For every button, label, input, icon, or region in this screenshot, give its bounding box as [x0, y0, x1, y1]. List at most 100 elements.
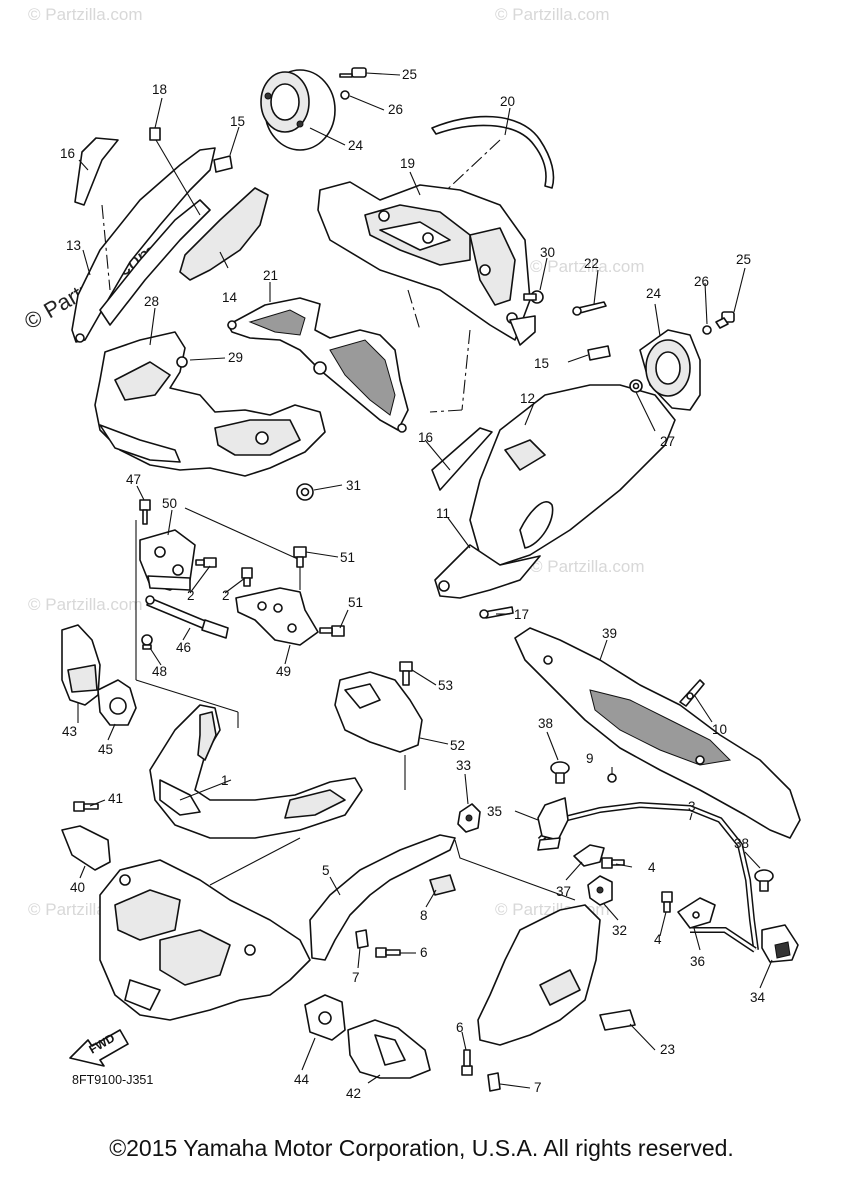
watermark-faint: © Partzilla.com [28, 5, 143, 24]
part-16-strip-right [431, 427, 493, 491]
callout-26b: 26 [694, 274, 709, 289]
callout-22: 22 [584, 256, 599, 271]
part-10-clip [679, 679, 705, 707]
part-20-trim [431, 115, 555, 189]
bolt-25-top [339, 67, 401, 78]
callout-13: 13 [66, 238, 81, 253]
part-14-cover [179, 187, 269, 281]
callout-8: 8 [420, 908, 428, 923]
part-16-strip-left [74, 137, 119, 206]
part-38-grommet-b [754, 869, 774, 892]
callout-25b: 25 [736, 252, 751, 267]
callout-24: 24 [348, 138, 364, 153]
bolt-6a [375, 947, 401, 958]
callout-14: 14 [222, 290, 238, 305]
part-7-clip-a [355, 929, 369, 949]
part-19-upper-panel [317, 181, 536, 346]
callout-20: 20 [500, 94, 515, 109]
callout-10: 10 [712, 722, 727, 737]
part-36-bracket [677, 897, 716, 929]
part-15-pad-right [587, 345, 611, 361]
part-37-bracket [573, 844, 605, 867]
callout-34: 34 [750, 990, 766, 1005]
callout-15: 15 [230, 114, 245, 129]
callout-47: 47 [126, 472, 141, 487]
callout-46: 46 [176, 640, 191, 655]
callout-37: 37 [556, 884, 571, 899]
part-44-boot [304, 994, 346, 1041]
bolt-4a [601, 857, 625, 869]
callout-38b: 38 [734, 836, 749, 851]
part-45-seal [97, 679, 137, 726]
callout-2b: 2 [222, 588, 230, 603]
callout-41: 41 [108, 791, 123, 806]
bolt-30 [523, 290, 544, 304]
callout-23: 23 [660, 1042, 675, 1057]
callout-53: 53 [438, 678, 453, 693]
bolt-18 [149, 127, 201, 216]
part-21-mesh-duct [227, 297, 409, 433]
part-42-boot [347, 1019, 431, 1079]
part-32-grommet [587, 875, 613, 906]
callout-15b: 15 [534, 356, 549, 371]
nut-27 [629, 379, 643, 393]
frame-body [99, 859, 311, 1021]
part-24-housing-top [260, 69, 336, 151]
callout-3: 3 [688, 799, 696, 814]
part-8-pad [429, 874, 456, 896]
part-35-clamp [537, 797, 569, 851]
part-9-fastener [607, 773, 617, 783]
watermark-faint: © Partzilla.com [495, 5, 610, 24]
bolt-53 [399, 661, 413, 686]
watermark-faint: © Partzilla.com [28, 595, 143, 614]
callout-2: 2 [187, 588, 195, 603]
callout-27: 27 [660, 434, 675, 449]
fwd-arrow-icon: FWD [69, 1029, 129, 1067]
callout-leaders [77, 95, 773, 1089]
bolt-47 [139, 499, 151, 525]
part-50-bracket [139, 529, 196, 591]
callout-44: 44 [294, 1072, 310, 1087]
callout-35: 35 [487, 804, 502, 819]
part-34-block [761, 924, 799, 963]
nut-48 [141, 634, 153, 650]
callout-45: 45 [98, 742, 113, 757]
callout-5: 5 [322, 863, 330, 878]
bolt-41 [73, 801, 99, 812]
callout-18: 18 [152, 82, 167, 97]
callout-40: 40 [70, 880, 85, 895]
callout-1: 1 [221, 773, 229, 788]
part-23-side-panel [477, 904, 636, 1046]
watermark-faint: © Partzilla.com [530, 557, 645, 576]
bolt-4b [661, 891, 673, 913]
callout-4b: 4 [654, 932, 662, 947]
part-1-front-cowl [149, 704, 363, 839]
bolt-17 [479, 606, 514, 619]
part-3-frame [537, 801, 759, 953]
callout-33: 33 [456, 758, 471, 773]
callout-51b: 51 [348, 595, 363, 610]
part-39-panel [514, 627, 801, 839]
copyright-notice: ©2015 Yamaha Motor Corporation, U.S.A. A… [109, 1135, 734, 1161]
bolt-2b [241, 567, 253, 587]
callout-43: 43 [62, 724, 77, 739]
washer-26-right [702, 325, 712, 335]
callout-19: 19 [400, 156, 415, 171]
part-12-side-cover-right [469, 384, 676, 566]
callout-52: 52 [450, 738, 465, 753]
bolt-51a [293, 546, 307, 568]
callout-12: 12 [520, 391, 535, 406]
part-24-housing-right [639, 329, 701, 411]
part-5-lower-fairing [309, 834, 576, 961]
callout-28: 28 [144, 294, 159, 309]
callout-51: 51 [340, 550, 355, 565]
part-46-rod [145, 595, 229, 639]
callout-21: 21 [263, 268, 278, 283]
callout-32: 32 [612, 923, 627, 938]
callout-6: 6 [420, 945, 428, 960]
rivet-22 [572, 301, 607, 316]
callout-4: 4 [648, 860, 656, 875]
callout-50: 50 [162, 496, 177, 511]
callout-17: 17 [514, 607, 529, 622]
part-52-cover [334, 671, 423, 753]
